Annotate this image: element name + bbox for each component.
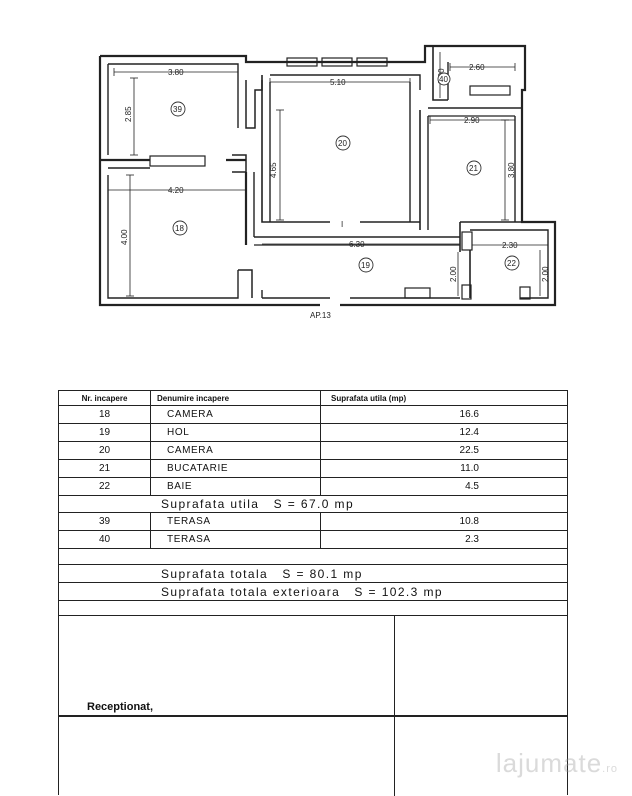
column-divider (394, 616, 395, 796)
header-name: Denumire incapere (151, 391, 321, 405)
room-id-22: 22 (507, 259, 516, 268)
dim-label: 5.10 (330, 78, 346, 87)
summary-utila: Suprafata utila S = 67.0 mp (161, 497, 355, 511)
cell-name: CAMERA (151, 442, 321, 459)
dim-label: 2.30 (502, 241, 518, 250)
cell-nr: 39 (59, 513, 151, 530)
empty-row (59, 549, 567, 565)
summary-totala: Suprafata totala S = 80.1 mp (161, 566, 363, 581)
dim-label: 2.60 (469, 63, 485, 72)
outer-wall-left (98, 56, 320, 307)
summary-row: Suprafata totala exterioara S = 102.3 mp (59, 583, 567, 601)
table-row: 22 BAIE 4.5 (59, 478, 567, 496)
floor-plan: 3.80 2.85 5.10 0.90 2.60 2.90 4.65 3.80 … (98, 44, 557, 320)
cell-nr: 18 (59, 406, 151, 423)
cell-nr: 22 (59, 478, 151, 495)
table-row: 39 TERASA 10.8 (59, 513, 567, 531)
room-id-21: 21 (469, 164, 478, 173)
cell-name: TERASA (151, 513, 321, 530)
dim-label: 6.30 (349, 240, 365, 249)
cell-name: BUCATARIE (151, 460, 321, 477)
table-row: 21 BUCATARIE 11.0 (59, 460, 567, 478)
receptionat-rule (59, 716, 567, 717)
dim-label: 3.80 (507, 162, 516, 178)
empty-row (59, 601, 567, 616)
receptionat-label: Receptionat, (87, 701, 154, 713)
summary-exterioara: Suprafata totala exterioara S = 102.3 mp (161, 584, 443, 599)
table-row: 18 CAMERA 16.6 (59, 406, 567, 424)
cell-area: 10.8 (459, 516, 479, 527)
header-area: Suprafata utila (mp) (331, 393, 407, 403)
table-row: 40 TERASA 2.3 (59, 531, 567, 549)
dim-label: 2.90 (464, 116, 480, 125)
room-id-20: 20 (338, 139, 347, 148)
cell-nr: 21 (59, 460, 151, 477)
cell-name: BAIE (151, 478, 321, 495)
dim-label: 2.00 (541, 266, 550, 282)
room-id-39: 39 (173, 105, 182, 114)
dim-label: 2.85 (124, 106, 133, 122)
cell-nr: 40 (59, 531, 151, 548)
header-nr: Nr. incapere (59, 391, 151, 405)
table-header: Nr. incapere Denumire incapere Suprafata… (59, 391, 567, 406)
cell-area: 11.0 (460, 463, 479, 474)
dim-label: 3.80 (168, 68, 184, 77)
cell-area: 2.3 (465, 534, 479, 545)
dim-label: 4.65 (269, 162, 278, 178)
room-id-19: 19 (361, 261, 370, 270)
cell-name: TERASA (151, 531, 321, 548)
dim-label: 4.20 (168, 186, 184, 195)
cell-name: HOL (151, 424, 321, 441)
cell-nr: 20 (59, 442, 151, 459)
cell-area: 4.5 (465, 481, 479, 492)
signature-area (59, 616, 567, 716)
room-schedule-table: Nr. incapere Denumire incapere Suprafata… (58, 390, 568, 796)
cell-area: 16.6 (459, 409, 479, 420)
watermark-suffix: .ro (602, 763, 618, 775)
room-id-18: 18 (175, 224, 184, 233)
cell-area: 22.5 (459, 445, 479, 456)
watermark: lajumate.ro (496, 748, 618, 779)
watermark-brand: lajumate (495, 748, 603, 778)
table-row: 20 CAMERA 22.5 (59, 442, 567, 460)
cell-name: CAMERA (151, 406, 321, 423)
cell-nr: 19 (59, 424, 151, 441)
room-id-40: 40 (439, 75, 448, 84)
door-mark: I (341, 220, 343, 229)
dim-label: 4.00 (120, 229, 129, 245)
summary-row: Suprafata utila S = 67.0 mp (59, 496, 567, 513)
table-row: 19 HOL 12.4 (59, 424, 567, 442)
dim-label: 2.00 (449, 266, 458, 282)
cell-area: 12.4 (459, 427, 479, 438)
summary-row: Suprafata totala S = 80.1 mp (59, 565, 567, 583)
apartment-label: AP.13 (310, 311, 331, 320)
outer-wall (100, 44, 557, 307)
